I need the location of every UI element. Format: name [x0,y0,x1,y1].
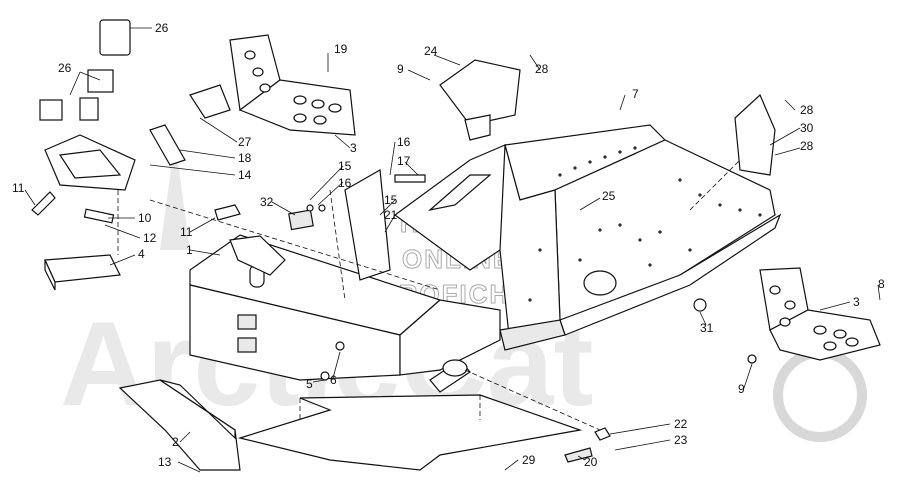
callout-28-lower: 28 [800,139,814,153]
rivet-6 [335,341,345,351]
leader-lines [24,27,881,473]
callout-1: 1 [186,243,193,257]
callout-9-top: 9 [397,62,404,76]
footrest-left-holes [244,50,342,125]
callout-27: 27 [238,135,252,149]
callout-13: 13 [158,455,172,469]
callout-5: 5 [306,377,313,391]
relay-small-2 [79,97,99,121]
callout-7: 7 [632,87,639,101]
rivet-5 [320,371,330,381]
callout-20: 20 [584,455,598,469]
steering-post [442,359,468,377]
callout-29: 29 [522,453,536,467]
watermark-wheel-shape [773,348,867,442]
callout-3-top: 3 [350,141,357,155]
callout-6: 6 [330,373,337,387]
callout-11-left: 11 [12,181,25,195]
callout-32: 32 [260,195,274,209]
callout-16-top: 16 [397,135,411,149]
callout-3-right: 3 [853,295,860,309]
pad-32 [288,209,314,231]
callout-25: 25 [602,189,616,203]
callout-26-left: 26 [58,61,72,75]
front-bulkhead [189,234,501,393]
tunnel-access-hole [583,270,617,296]
frame-tunnel [393,124,782,351]
callout-11-right: 11 [180,225,193,239]
callout-28-right: 28 [800,103,814,117]
solenoid [99,19,131,56]
slider-20 [564,447,593,463]
relay-small [39,99,63,121]
left-parts-cluster [31,19,426,291]
callout-9-right: 9 [738,382,745,396]
nut-9 [747,354,757,364]
callout-12: 12 [143,231,157,245]
callout-31: 31 [700,321,714,335]
grommet-31 [693,298,707,312]
callout-30: 30 [800,121,814,135]
snow-flap-24 [439,59,521,141]
bulkhead-window-1 [237,314,257,330]
strap-12 [83,208,115,224]
footrest-right [759,267,881,361]
callout-4: 4 [138,247,145,261]
callout-22: 22 [674,417,688,431]
tunnel-rivets [528,146,762,302]
washer-16a [318,204,326,212]
callout-labels: 26 26 19 24 9 28 7 28 30 28 27 3 18 14 1… [12,21,885,469]
front-bumper [118,379,241,471]
callout-2: 2 [172,435,179,449]
watermark-spire-shape [160,140,190,250]
callout-19: 19 [334,42,348,56]
callout-16-mid: 16 [338,176,352,190]
footrest-right-holes [769,285,859,351]
callout-21: 21 [384,208,398,222]
callout-15-low: 15 [384,193,398,207]
callout-17: 17 [397,154,411,168]
washer-15a [306,204,314,212]
callout-14: 14 [238,168,252,182]
belly-pan [237,394,583,471]
rear-flap-30 [734,93,776,176]
callout-18: 18 [238,151,252,165]
callout-10: 10 [138,211,152,225]
callout-8: 8 [878,277,885,291]
callout-15-mid: 15 [338,159,352,173]
callout-24: 24 [424,44,438,58]
hardware-bits [306,204,757,463]
callout-28-top: 28 [535,62,549,76]
clip-22 [594,427,611,441]
bulkhead-window-2 [237,337,257,353]
relay-block [87,69,114,93]
callout-23: 23 [674,433,688,447]
footrest-left [229,34,356,136]
callout-26-top: 26 [155,21,169,35]
